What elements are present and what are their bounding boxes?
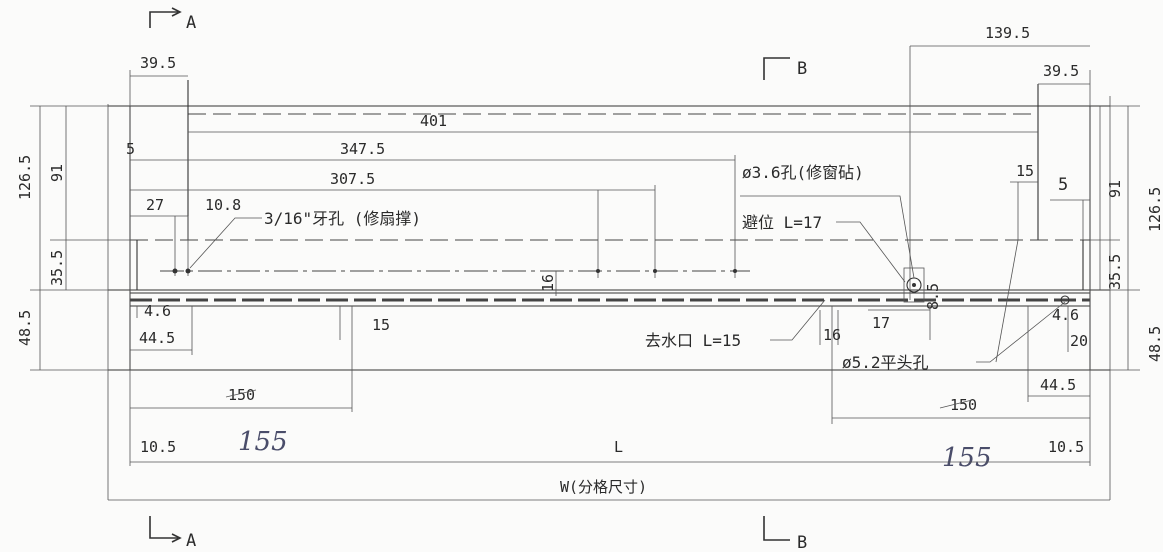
svg-text:126.5: 126.5 (16, 155, 34, 200)
svg-text:150: 150 (228, 386, 255, 404)
svg-text:155: 155 (238, 427, 288, 457)
dim-16-lower: 16 (819, 310, 841, 345)
dim-150-left: 150 (130, 386, 352, 409)
svg-text:去水口 L=15: 去水口 L=15 (645, 331, 741, 350)
dim-401: 401 (188, 112, 1038, 133)
svg-text:4.6: 4.6 (1052, 306, 1079, 324)
svg-text:15: 15 (372, 316, 390, 334)
svg-text:48.5: 48.5 (1146, 326, 1163, 362)
extension-lines (107, 70, 1111, 500)
svg-text:27: 27 (146, 196, 164, 214)
svg-text:91: 91 (1106, 180, 1124, 198)
svg-text:ø5.2平头孔: ø5.2平头孔 (842, 353, 929, 372)
svg-text:L: L (614, 438, 623, 456)
dim-8-5: 8.5 (903, 267, 942, 310)
svg-text:A: A (186, 531, 196, 551)
dim-39-5-left: 39.5 (130, 54, 188, 77)
svg-text:8.5: 8.5 (924, 283, 942, 310)
svg-text:5: 5 (1058, 175, 1068, 195)
svg-text:15: 15 (1016, 162, 1034, 180)
svg-text:5: 5 (126, 140, 135, 158)
svg-text:35.5: 35.5 (1106, 254, 1124, 290)
dim-w: W(分格尺寸) (108, 478, 1110, 501)
dim-139-5: 139.5 (909, 24, 1090, 300)
handwritten-155-right: 155 (942, 443, 992, 473)
svg-text:401: 401 (420, 112, 447, 130)
callout-flat-head: ø5.2平头孔 (842, 239, 1066, 372)
svg-text:避位 L=17: 避位 L=17 (742, 213, 822, 232)
callout-thread-hole: 3/16"牙孔 (修扇撑) (189, 209, 421, 269)
svg-text:150: 150 (950, 396, 977, 414)
svg-text:35.5: 35.5 (48, 250, 66, 286)
dim-150-right: 150 (831, 306, 1090, 424)
dim-16-mid: 16 (539, 271, 557, 296)
svg-text:A: A (186, 13, 196, 33)
dim-27-10-8: 27 10.8 (130, 196, 241, 276)
dim-15-top-right: 15 (1010, 162, 1038, 240)
svg-text:3/16"牙孔 (修扇撑): 3/16"牙孔 (修扇撑) (264, 209, 421, 228)
callout-hole-3-6: ø3.6孔(修窗砧) (740, 163, 915, 279)
svg-text:39.5: 39.5 (1043, 62, 1079, 80)
handwritten-155-left: 155 (238, 427, 288, 457)
svg-text:10.5: 10.5 (140, 438, 176, 456)
dim-44-5-left: 44.5 (130, 306, 193, 355)
dim-l: 10.5 L 10.5 (129, 438, 1091, 466)
svg-text:10.5: 10.5 (1048, 438, 1084, 456)
svg-text:20: 20 (1070, 332, 1088, 350)
callout-drain: 去水口 L=15 (645, 299, 826, 350)
svg-text:139.5: 139.5 (985, 24, 1030, 42)
callout-clearance: 避位 L=17 (742, 213, 906, 283)
svg-text:B: B (797, 59, 807, 79)
dim-15-left: 15 (339, 306, 390, 412)
dim-5-right: 5 (1050, 175, 1090, 240)
svg-text:48.5: 48.5 (16, 310, 34, 346)
svg-text:44.5: 44.5 (1040, 376, 1076, 394)
svg-text:307.5: 307.5 (330, 170, 375, 188)
svg-text:W(分格尺寸): W(分格尺寸) (560, 478, 647, 496)
svg-text:91: 91 (48, 164, 66, 182)
section-marker-b-top: B (763, 57, 807, 80)
svg-text:44.5: 44.5 (139, 329, 175, 347)
dim-20: 20 (1067, 306, 1088, 352)
svg-text:17: 17 (872, 314, 890, 332)
svg-text:4.6: 4.6 (144, 302, 171, 320)
section-marker-a-bottom: A (149, 516, 196, 551)
section-marker-b-bottom: B (763, 516, 807, 552)
dim-347-5: 347.5 5 (126, 140, 736, 278)
dim-4-6-left: 4.6 (136, 302, 171, 320)
dim-17: 17 (868, 306, 931, 340)
svg-text:126.5: 126.5 (1146, 187, 1163, 232)
svg-text:16: 16 (539, 274, 557, 292)
svg-text:347.5: 347.5 (340, 140, 385, 158)
svg-text:155: 155 (942, 443, 992, 473)
dim-39-5-right: 39.5 (1038, 62, 1090, 85)
frame-body (108, 80, 1110, 371)
svg-text:ø3.6孔(修窗砧): ø3.6孔(修窗砧) (742, 163, 864, 182)
svg-text:10.8: 10.8 (205, 196, 241, 214)
vertical-dims-left: 126.5 91 35.5 48.5 (16, 105, 130, 371)
dim-307-5: 307.5 (130, 170, 656, 278)
dim-44-5-right: 44.5 (1027, 306, 1090, 402)
svg-text:B: B (797, 533, 807, 552)
section-marker-a-top: A (149, 7, 196, 33)
vertical-dims-right: 126.5 91 35.5 48.5 (1090, 105, 1163, 371)
svg-text:39.5: 39.5 (140, 54, 176, 72)
dim-4-6-right: 4.6 (1052, 306, 1079, 324)
